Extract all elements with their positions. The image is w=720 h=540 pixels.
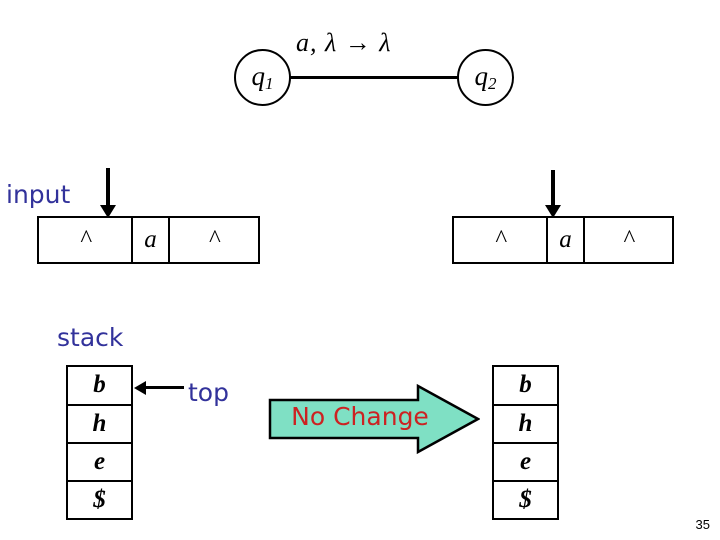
input-cell[interactable]: ^ bbox=[623, 226, 634, 253]
input-head-arrow-right-shaft bbox=[551, 170, 555, 208]
stack-cell[interactable]: $ bbox=[519, 485, 532, 513]
right-arrow-shape bbox=[268, 383, 480, 455]
top-pointer-head bbox=[134, 381, 146, 395]
input-tape-after: ^ a ^ bbox=[452, 216, 674, 264]
input-tape-before: ^ a ^ bbox=[37, 216, 260, 264]
state-q2-label: q2 bbox=[474, 61, 497, 93]
state-q2[interactable]: q2 bbox=[457, 49, 514, 106]
stack-cell[interactable]: e bbox=[494, 444, 557, 482]
stack-cell[interactable]: $ bbox=[93, 485, 106, 513]
no-change-banner: No Change bbox=[268, 383, 480, 455]
stack-cell[interactable]: b bbox=[494, 367, 557, 406]
stack-cell[interactable]: h bbox=[68, 406, 131, 444]
page-number: 35 bbox=[695, 517, 710, 532]
input-cell[interactable]: ^ bbox=[208, 226, 220, 253]
state-q1-label: q1 bbox=[251, 61, 274, 93]
transition-arrow-line bbox=[288, 76, 466, 79]
stack-cell[interactable]: b bbox=[68, 367, 131, 406]
stack-cell[interactable]: e bbox=[68, 444, 131, 482]
stack-after: b h e $ bbox=[492, 365, 559, 520]
input-cell[interactable]: a bbox=[133, 218, 170, 262]
input-label: input bbox=[6, 180, 71, 209]
top-pointer-shaft bbox=[146, 386, 184, 389]
no-change-text: No Change bbox=[291, 402, 429, 431]
input-cell[interactable]: a bbox=[548, 218, 585, 262]
input-cell[interactable]: ^ bbox=[39, 218, 134, 262]
stack-before: b h e $ bbox=[66, 365, 133, 520]
stack-cell[interactable]: h bbox=[494, 406, 557, 444]
input-cell[interactable]: ^ bbox=[454, 218, 549, 262]
state-q1[interactable]: q1 bbox=[234, 49, 291, 106]
transition-label: a, λ → λ bbox=[296, 28, 392, 57]
stack-label: stack bbox=[57, 323, 124, 352]
input-head-arrow-left-head bbox=[100, 205, 116, 218]
top-label: top bbox=[188, 378, 229, 407]
input-head-arrow-right-head bbox=[545, 205, 561, 218]
input-head-arrow-left-shaft bbox=[106, 168, 110, 208]
